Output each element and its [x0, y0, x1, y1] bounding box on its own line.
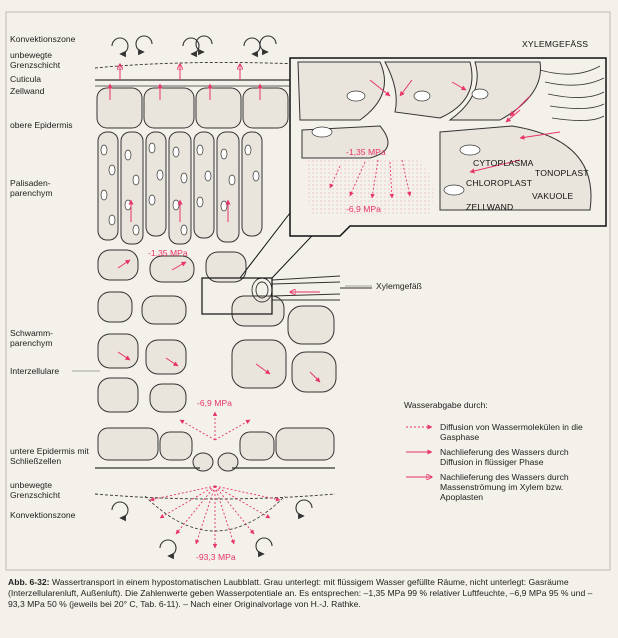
palisade-chloroplasts	[100, 142, 260, 236]
caption-number: Abb. 6-32:	[8, 577, 50, 587]
convection-swirls-top	[111, 35, 277, 58]
inset-label-cytoplasma: CYTOPLASMA	[473, 158, 534, 168]
diffusion-arrows-gas	[149, 411, 281, 549]
upper-epidermis-cells	[96, 87, 289, 129]
legend-item-mass-flow: Nachlieferung des Wassers durch Massenst…	[440, 472, 569, 502]
label-interzellulare: Interzellulare	[10, 366, 60, 376]
lower-epidermis-cells	[97, 427, 335, 472]
legend-item-liquid-diffusion: Nachlieferung des Wassers durch Diffusio…	[440, 447, 569, 467]
flow-arrows-liquid	[107, 83, 321, 383]
inset-label-vakuole: VAKUOLE	[532, 191, 574, 201]
label-obere-epidermis: obere Epidermis	[10, 120, 73, 130]
palisade-cells	[97, 131, 263, 245]
zoom-box	[201, 277, 273, 315]
figure-frame	[5, 11, 611, 571]
label-xylemgefaess-main: Xylemgefäß	[376, 281, 422, 291]
legend-item-gas-diffusion: Diffusion von Wassermolekülen in die Gas…	[440, 422, 583, 442]
inset-label-tonoplast: TONOPLAST	[535, 168, 589, 178]
spongy-parenchyma-cells	[97, 249, 337, 413]
guard-cell-left	[192, 452, 214, 472]
label-konvektionszone-bottom: Konvektionszone	[10, 510, 76, 520]
label-konvektionszone-top: Konvektionszone	[10, 34, 76, 44]
guard-cell-right	[217, 452, 239, 472]
label-grenzschicht-bottom: unbewegte Grenzschicht	[10, 480, 61, 500]
flow-arrows-xylem	[120, 64, 320, 292]
label-untere-epidermis: untere Epidermis mit Schließzellen	[10, 446, 89, 466]
value-outside: -93,3 MPa	[196, 552, 236, 562]
legend-lines	[406, 424, 432, 477]
inset-label-zellwand: ZELLWAND	[466, 202, 514, 212]
inset-label-chloroplast: CHLOROPLAST	[466, 178, 533, 188]
label-schwammparenchym: Schwamm-parenchym	[10, 328, 53, 348]
caption-text: Wassertransport in einem hypostomatische…	[8, 577, 593, 610]
label-cuticula: Cuticula	[10, 74, 42, 84]
figure-caption: Abb. 6-32: Wassertransport in einem hypo…	[8, 577, 608, 611]
value-stoma: -6,9 MPa	[197, 398, 232, 408]
label-grenzschicht-top: unbewegte Grenzschicht	[10, 50, 61, 70]
label-leaders	[72, 285, 372, 372]
inset-value-b: -6,9 MPa	[346, 204, 381, 214]
legend-title: Wasserabgabe durch:	[404, 400, 488, 410]
label-zellwand: Zellwand	[10, 86, 45, 96]
inset-label-xylemgefaess: XYLEMGEFÄSS	[522, 39, 589, 49]
diffusion-shell	[144, 495, 286, 532]
convection-swirls-bottom	[111, 499, 313, 560]
value-palisade: -1,35 MPa	[148, 248, 188, 258]
label-palisadenparenchym: Palisaden-parenchym	[10, 178, 53, 198]
inset-detail	[289, 57, 607, 237]
inset-value-a: -1,35 MPa	[346, 147, 386, 157]
